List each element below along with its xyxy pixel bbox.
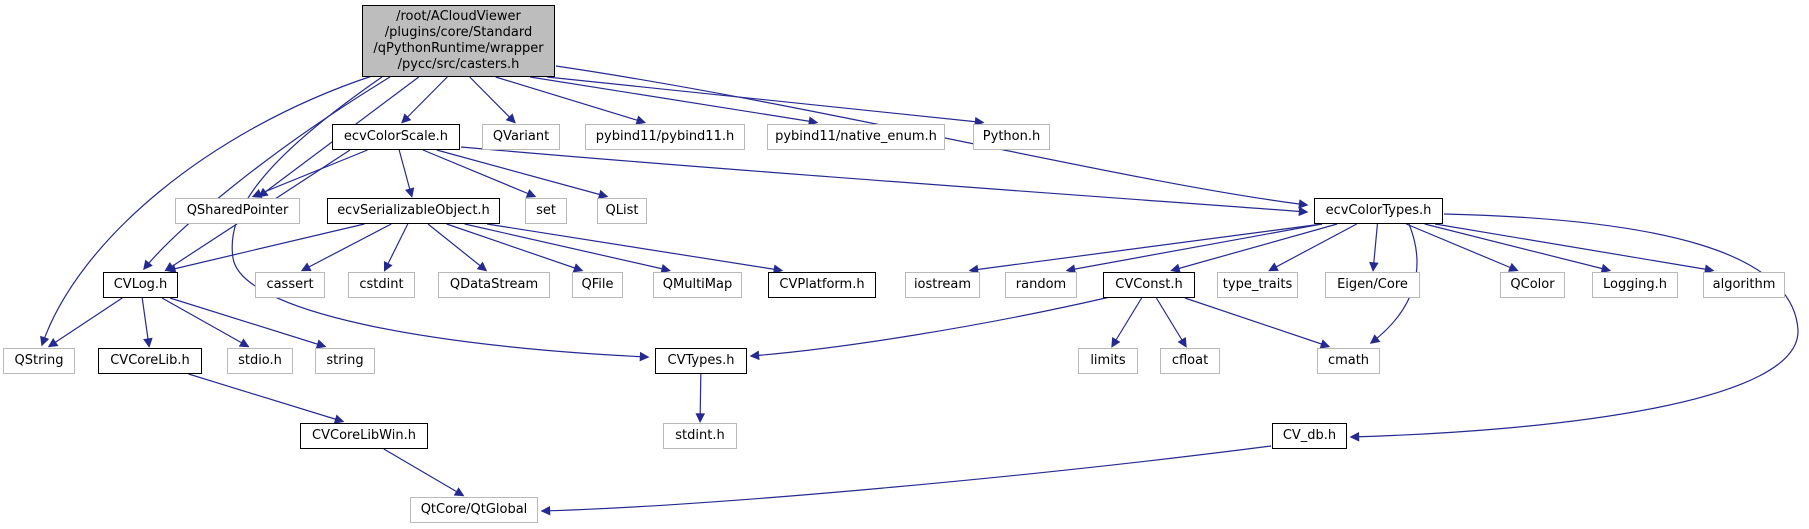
edge-CVCoreLibWin-QtGlobal xyxy=(383,448,465,497)
edge-casters-ecvColorTypes xyxy=(555,65,1309,209)
edge-CVLog-string xyxy=(169,297,327,349)
edge-ecvSerializableObject-QMultiMap xyxy=(464,223,671,274)
edge-CVConst-cmath xyxy=(1184,297,1331,349)
node-QString: QString xyxy=(3,348,75,374)
edge-ecvColorTypes-CVConst xyxy=(1170,223,1338,273)
node-algorithm: algorithm xyxy=(1703,272,1785,298)
edge-CVLog-CVCoreLib xyxy=(141,297,153,348)
edge-CVConst-limits xyxy=(1111,297,1143,348)
node-ecvColorTypes[interactable]: ecvColorTypes.h xyxy=(1314,198,1443,224)
node-CVPlatform[interactable]: CVPlatform.h xyxy=(768,272,876,298)
edge-CVLog-stdio xyxy=(161,297,250,348)
node-cstdint: cstdint xyxy=(348,272,415,298)
node-random: random xyxy=(1005,272,1077,298)
edge-casters-QVariant xyxy=(469,76,516,124)
node-cassert: cassert xyxy=(255,272,325,298)
edge-casters-ecvColorScale xyxy=(401,76,448,124)
node-QFile: QFile xyxy=(572,272,623,298)
edge-casters-pybind11 xyxy=(495,76,647,125)
node-Logging: Logging.h xyxy=(1592,272,1678,298)
edge-casters-native_enum xyxy=(529,76,819,126)
edge-casters-CVLog xyxy=(143,76,391,271)
edge-ecvColorTypes-QColor xyxy=(1405,223,1519,272)
node-QList: QList xyxy=(597,198,647,224)
edge-ecvColorScale-QSharedPointer xyxy=(251,149,368,198)
node-CVCoreLib[interactable]: CVCoreLib.h xyxy=(98,348,202,374)
edge-ecvColorScale-set xyxy=(422,149,537,198)
node-casters: /root/ACloudViewer /plugins/core/Standar… xyxy=(362,5,555,77)
node-CVCoreLibWin[interactable]: CVCoreLibWin.h xyxy=(300,423,428,449)
node-pybind11: pybind11/pybind11.h xyxy=(585,124,745,150)
node-cmath: cmath xyxy=(1317,348,1380,374)
node-QVariant: QVariant xyxy=(482,124,560,150)
edge-CVTypes-stdint xyxy=(695,373,706,423)
edge-ecvColorTypes-EigenCore xyxy=(1369,223,1379,272)
node-stdio: stdio.h xyxy=(227,348,293,374)
node-string: string xyxy=(315,348,375,374)
node-EigenCore: Eigen/Core xyxy=(1325,272,1420,298)
edge-casters-Python xyxy=(546,76,985,127)
node-type_traits: type_traits xyxy=(1217,272,1298,298)
node-CVLog[interactable]: CVLog.h xyxy=(103,272,178,298)
edge-CVConst-CVTypes xyxy=(749,296,1111,361)
node-iostream: iostream xyxy=(905,272,980,298)
edge-ecvSerializableObject-CVLog xyxy=(165,223,365,274)
edge-ecvColorTypes-algorithm xyxy=(1434,223,1715,274)
edge-CVConst-cfloat xyxy=(1155,297,1187,348)
edge-CVLog-QString xyxy=(47,297,123,348)
edge-ecvColorScale-QList xyxy=(436,149,609,199)
node-ecvSerializableObject[interactable]: ecvSerializableObject.h xyxy=(327,198,500,224)
edge-ecvSerializableObject-cassert xyxy=(300,223,392,272)
node-QSharedPointer: QSharedPointer xyxy=(175,198,300,224)
edge-casters-CVTypes xyxy=(231,76,650,362)
node-QColor: QColor xyxy=(1500,272,1565,298)
edge-ecvColorTypes-type_traits xyxy=(1268,223,1358,272)
edge-ecvSerializableObject-cstdint xyxy=(383,223,409,272)
edge-ecvColorTypes-Logging xyxy=(1424,223,1612,274)
edge-CV_db-QtGlobal xyxy=(540,445,1272,516)
node-CV_db[interactable]: CV_db.h xyxy=(1272,423,1347,449)
node-cfloat: cfloat xyxy=(1160,348,1220,374)
node-stdint: stdint.h xyxy=(663,423,737,449)
edge-ecvColorTypes-iostream xyxy=(968,223,1323,275)
edge-ecvColorTypes-random xyxy=(1065,223,1323,274)
node-native_enum: pybind11/native_enum.h xyxy=(767,124,945,150)
edge-ecvColorScale-ecvSerializableObject xyxy=(398,149,415,198)
node-set: set xyxy=(525,198,567,224)
edge-CVCoreLib-CVCoreLibWin xyxy=(188,373,345,424)
node-ecvColorScale[interactable]: ecvColorScale.h xyxy=(332,124,460,150)
edge-ecvColorTypes-CV_db xyxy=(1349,213,1799,442)
node-CVTypes[interactable]: CVTypes.h xyxy=(655,348,747,374)
edge-ecvSerializableObject-CVPlatform xyxy=(486,223,784,274)
node-QMultiMap: QMultiMap xyxy=(653,272,742,298)
edge-ecvSerializableObject-QFile xyxy=(446,223,584,273)
edge-ecvColorScale-ecvColorTypes xyxy=(460,146,1309,217)
node-QtGlobal: QtCore/QtGlobal xyxy=(410,497,538,523)
node-CVConst[interactable]: CVConst.h xyxy=(1103,272,1195,298)
node-limits: limits xyxy=(1078,348,1138,374)
edge-ecvSerializableObject-QDataStream xyxy=(427,223,488,272)
edge-casters-QString xyxy=(40,75,373,347)
node-Python: Python.h xyxy=(973,124,1050,150)
node-QDataStream: QDataStream xyxy=(438,272,550,298)
